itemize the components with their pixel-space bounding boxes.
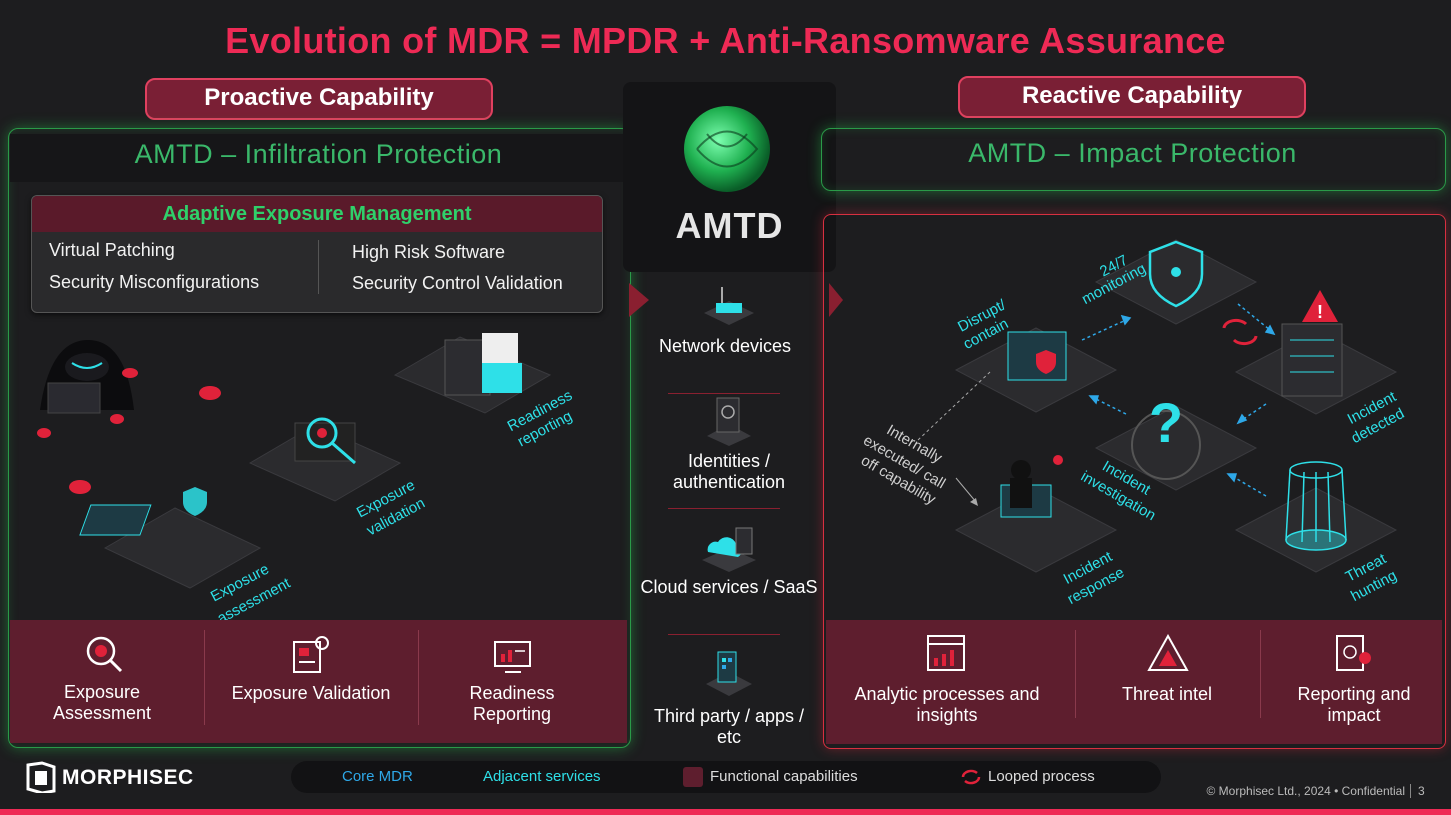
legend: [291, 761, 1161, 793]
cap-analytic-processes: Analytic processes and insights: [854, 684, 1040, 725]
center-item-cloud-services: Cloud services / SaaS: [640, 577, 818, 597]
amtd-label: AMTD: [675, 205, 784, 246]
monitor-chart-icon: [494, 641, 531, 673]
malware-bug-icon: [37, 368, 221, 494]
reactive-header-box: [821, 128, 1446, 191]
chevron-right-icon: [629, 283, 649, 317]
aem-item-security-control-validation: Security Control Validation: [352, 273, 563, 293]
svg-text:?: ?: [1149, 391, 1183, 454]
cage-icon: [1285, 461, 1347, 551]
legend-functional-capabilities: Functional capabilities: [710, 768, 858, 785]
adaptive-exposure-box: Adaptive Exposure Management: [31, 195, 603, 313]
proactive-capabilities-band: [10, 620, 627, 743]
reactive-pill: Reactive Capability: [958, 76, 1306, 118]
center-item-identities: Identities / authentication: [672, 451, 786, 492]
aem-item-virtual-patching: Virtual Patching: [49, 240, 175, 260]
hacker-icon: [40, 340, 134, 414]
center-separator: [668, 634, 780, 635]
center-item-network-devices: Network devices: [658, 336, 792, 356]
cloud-server-icon: [702, 527, 756, 572]
question-mark-icon: ?: [1131, 391, 1201, 480]
cap-threat-intel: Threat intel: [1121, 684, 1213, 704]
page-title: Evolution of MDR = MPDR + Anti-Ransomwar…: [225, 20, 1226, 61]
proactive-pill: Proactive Capability: [145, 78, 493, 120]
cap-separator: [1075, 630, 1076, 718]
folder-shield-icon: [1007, 331, 1067, 381]
analytics-icon: [927, 635, 965, 671]
proactive-illustration: Readiness reporting Exposure validation …: [37, 333, 575, 620]
reactive-header: AMTD – Impact Protection: [968, 138, 1297, 168]
threat-alert-icon: [1147, 634, 1189, 671]
apps-phone-icon: [706, 651, 752, 696]
legend-adjacent-services: Adjacent services: [483, 768, 601, 785]
reactive-panel: [823, 214, 1446, 749]
center-separator: [668, 393, 780, 394]
cap-exposure-assessment: Exposure Assessment: [52, 682, 152, 723]
magnifier-bug-icon: [294, 417, 356, 465]
amtd-sphere-logo: [684, 106, 770, 192]
bottom-accent-bar: [0, 809, 1451, 815]
cap-reporting-impact: Reporting and impact: [1297, 684, 1411, 725]
cap-separator: [418, 630, 419, 725]
aem-divider: [318, 240, 319, 294]
proactive-header-band: [10, 134, 627, 182]
laptop-shield-icon: [79, 487, 207, 536]
center-item-third-party: Third party / apps / etc: [653, 706, 805, 747]
cap-separator: [1260, 630, 1261, 718]
cap-separator: [204, 630, 205, 725]
fingerprint-icon: [707, 397, 751, 446]
brand-name: MORPHISEC: [62, 766, 194, 789]
morphisec-logo-icon: [26, 761, 56, 793]
legend-core-mdr: Core MDR: [342, 768, 413, 785]
magnifier-target-icon: [86, 636, 123, 673]
copyright: © Morphisec Ltd., 2024 • Confidential: [1206, 784, 1406, 798]
server-alert-icon: !: [1281, 290, 1343, 397]
analyst-workstation-icon: [1000, 455, 1063, 518]
router-icon: [704, 287, 754, 325]
legend-looped-process: Looped process: [988, 768, 1095, 785]
report-alert-icon: [1336, 635, 1371, 671]
aem-item-security-misconfigurations: Security Misconfigurations: [49, 272, 260, 292]
reactive-illustration: ! ? 24/7: [858, 239, 1407, 608]
legend-swatch-functional: [683, 767, 703, 787]
proactive-panel: [8, 128, 631, 748]
server-docs-icon: [444, 333, 522, 396]
checklist-gear-icon: [293, 636, 329, 673]
proactive-header: AMTD – Infiltration Protection: [134, 139, 503, 169]
center-separator: [668, 508, 780, 509]
svg-text:!: !: [1317, 302, 1323, 322]
cap-readiness-reporting: Readiness Reporting: [469, 683, 555, 724]
aem-title: Adaptive Exposure Management: [32, 196, 602, 232]
chevron-right-icon: [829, 283, 843, 317]
loop-arrows-icon: [1222, 318, 1258, 346]
loop-arrows-icon: [961, 769, 981, 785]
footer-divider: [1410, 784, 1411, 798]
cap-exposure-validation: Exposure Validation: [231, 683, 391, 703]
shield-lock-icon: [1148, 240, 1204, 308]
aem-item-high-risk-software: High Risk Software: [352, 242, 506, 262]
page-number: 3: [1418, 784, 1425, 798]
